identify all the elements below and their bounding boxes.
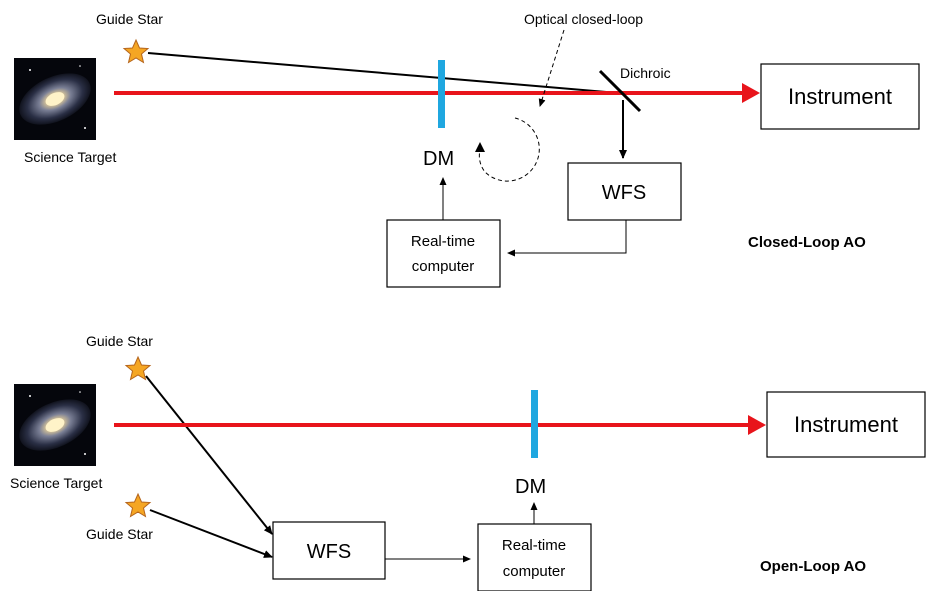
star-icon bbox=[124, 492, 152, 518]
rtc-box bbox=[386, 219, 501, 288]
optical-loop-arc bbox=[478, 117, 540, 182]
open-loop-diagram: Science Target Guide Star Guide Star DM … bbox=[10, 333, 926, 591]
deformable-mirror bbox=[438, 60, 445, 128]
instrument-label: Instrument bbox=[794, 412, 898, 437]
optical-loop-pointer bbox=[538, 29, 565, 107]
open-loop-title: Open-Loop AO bbox=[760, 558, 866, 575]
rtc-label-line1: Real-time bbox=[502, 537, 566, 554]
guide-star-top-beam bbox=[145, 375, 273, 535]
guide-star-bottom-beam bbox=[149, 509, 273, 558]
wfs-box bbox=[567, 162, 682, 221]
star-icon bbox=[124, 355, 152, 381]
galaxy-icon bbox=[14, 58, 96, 140]
wfs-label: WFS bbox=[602, 182, 646, 204]
optical-loop-arrowhead bbox=[475, 142, 485, 152]
guide-star-beam bbox=[147, 52, 619, 94]
guide-star-label: Guide Star bbox=[96, 11, 163, 27]
optical-loop-label: Optical closed-loop bbox=[524, 11, 643, 27]
galaxy-icon bbox=[14, 384, 96, 466]
guide-star-top-label: Guide Star bbox=[86, 333, 153, 349]
dichroic-label: Dichroic bbox=[620, 65, 671, 81]
dichroic-mirror bbox=[598, 69, 642, 113]
wfs-label: WFS bbox=[307, 541, 351, 563]
science-target-label: Science Target bbox=[10, 475, 102, 491]
closed-loop-title: Closed-Loop AO bbox=[748, 234, 866, 251]
deformable-mirror bbox=[531, 390, 538, 458]
instrument-box bbox=[760, 63, 920, 130]
science-beam-arrowhead bbox=[748, 415, 766, 435]
science-beam-arrowhead bbox=[742, 83, 760, 103]
star-icon bbox=[122, 38, 150, 64]
instrument-label: Instrument bbox=[788, 84, 892, 109]
dm-label: DM bbox=[515, 476, 546, 498]
rtc-box bbox=[477, 523, 592, 591]
rtc-label-line1: Real-time bbox=[411, 233, 475, 250]
rtc-label-line2: computer bbox=[412, 258, 475, 275]
science-target-label: Science Target bbox=[24, 149, 116, 165]
wfs-to-rtc-arrow bbox=[507, 220, 627, 257]
instrument-box bbox=[766, 391, 926, 458]
closed-loop-diagram: Science Target Guide Star DM Dichroic WF… bbox=[14, 11, 920, 288]
guide-star-bottom-label: Guide Star bbox=[86, 526, 153, 542]
rtc-label-line2: computer bbox=[503, 563, 566, 580]
dm-label: DM bbox=[423, 148, 454, 170]
wfs-box bbox=[272, 521, 386, 580]
